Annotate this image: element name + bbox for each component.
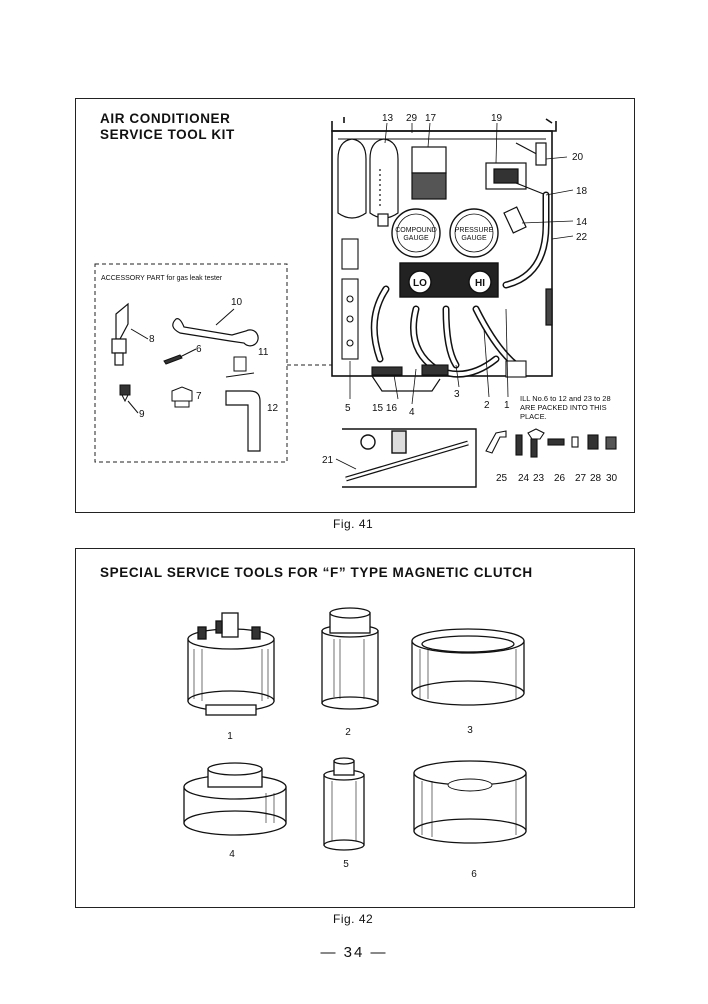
callout-10: 10 — [231, 297, 243, 308]
tool-5-plug — [323, 757, 365, 851]
callout-26: 26 — [554, 473, 566, 484]
valve-assembly — [411, 142, 547, 200]
fig41-title-line1: AIR CONDITIONER — [100, 111, 231, 126]
callout-11: 11 — [258, 347, 269, 358]
tool-label-1: 1 — [227, 731, 233, 742]
callout-30: 30 — [606, 473, 618, 484]
fig41-illustration: ACCESSORY PART for gas leak tester — [94, 113, 618, 488]
tool-case — [331, 117, 557, 392]
fig41-title-line2: SERVICE TOOL KIT — [100, 127, 235, 142]
callout-22: 22 — [576, 232, 588, 243]
callout-20: 20 — [572, 152, 584, 163]
note-line-3: PLACE. — [520, 412, 547, 421]
accessory-elbow-part-12 — [225, 390, 261, 452]
callout-15-16: 15 16 — [372, 403, 397, 414]
accessory-part-6 — [163, 354, 183, 365]
compound-gauge-label-2: GAUGE — [403, 235, 429, 242]
tool-6-ring — [413, 760, 527, 844]
tool-label-6: 6 — [471, 869, 477, 880]
callout-25: 25 — [496, 473, 508, 484]
callout-5: 5 — [345, 403, 351, 414]
callout-1: 1 — [504, 400, 510, 411]
callout-6: 6 — [196, 344, 202, 355]
compound-gauge: COMPOUND GAUGE — [391, 208, 441, 258]
pressure-gauge-label-2: GAUGE — [461, 235, 487, 242]
callout-8: 8 — [149, 334, 155, 345]
accessory-part-11 — [225, 356, 255, 378]
refrigerant-cylinders — [337, 138, 399, 227]
callout-27: 27 — [575, 473, 587, 484]
callout-28: 28 — [590, 473, 602, 484]
tool-4-base — [183, 762, 287, 836]
tool-1-puller — [187, 612, 275, 716]
accessory-label: ACCESSORY PART for gas leak tester — [101, 275, 223, 282]
note-line-2: ARE PACKED INTO THIS — [520, 403, 607, 412]
manifold: LO HI — [399, 262, 499, 298]
callout-12: 12 — [267, 403, 279, 414]
tool-2-cylinder — [321, 607, 379, 710]
callout-19: 19 — [491, 113, 503, 124]
tool-3-ring — [411, 628, 525, 706]
accessory-nut-part-7 — [171, 386, 193, 408]
fittings — [503, 142, 553, 326]
page-number: — 34 — — [320, 944, 388, 961]
callout-17: 17 — [425, 113, 437, 124]
pressure-gauge-label-1: PRESSURE — [455, 227, 494, 234]
fig41-caption: Fig. 41 — [333, 517, 374, 531]
callout-14: 14 — [576, 217, 588, 228]
note-line-1: ILL No.6 to 12 and 23 to 28 — [520, 394, 611, 403]
callout-21: 21 — [322, 455, 334, 466]
callout-18: 18 — [576, 186, 588, 197]
tool-label-2: 2 — [345, 727, 351, 738]
fig42-title: SPECIAL SERVICE TOOLS FOR “F” TYPE MAGNE… — [100, 565, 533, 580]
fig42-caption: Fig. 42 — [333, 912, 374, 926]
tool-label-4: 4 — [229, 849, 235, 860]
valve-lo-label: LO — [413, 278, 427, 289]
callout-7: 7 — [196, 391, 202, 402]
compound-gauge-label-1: COMPOUND — [395, 227, 437, 234]
tool-label-3: 3 — [467, 725, 473, 736]
callout-23: 23 — [533, 473, 545, 484]
callout-4: 4 — [409, 407, 415, 418]
callout-2: 2 — [484, 400, 490, 411]
accessory-box — [94, 263, 288, 463]
callout-9: 9 — [139, 409, 145, 420]
tool-label-5: 5 — [343, 859, 349, 870]
side-valves — [341, 238, 359, 360]
accessory-cap-part-9 — [119, 384, 131, 403]
pressure-gauge: PRESSURE GAUGE — [449, 208, 499, 258]
fig42-illustration: 1 2 3 4 5 6 — [183, 607, 527, 880]
accessory-nozzle-part-8 — [111, 302, 129, 366]
case-lid — [342, 428, 477, 488]
fig42-panel: SPECIAL SERVICE TOOLS FOR “F” TYPE MAGNE… — [75, 548, 635, 908]
callout-3: 3 — [454, 389, 460, 400]
accessory-wrench-part-10 — [172, 318, 259, 347]
fig41-panel: AIR CONDITIONER SERVICE TOOL KIT ACCESSO… — [75, 98, 635, 513]
callout-24: 24 — [518, 473, 530, 484]
valve-hi-label: HI — [475, 278, 485, 289]
callout-29: 29 — [406, 113, 418, 124]
bottom-parts — [371, 360, 527, 378]
loose-parts — [485, 428, 617, 458]
callout-13: 13 — [382, 113, 394, 124]
fig41-title: AIR CONDITIONER SERVICE TOOL KIT — [100, 111, 235, 143]
